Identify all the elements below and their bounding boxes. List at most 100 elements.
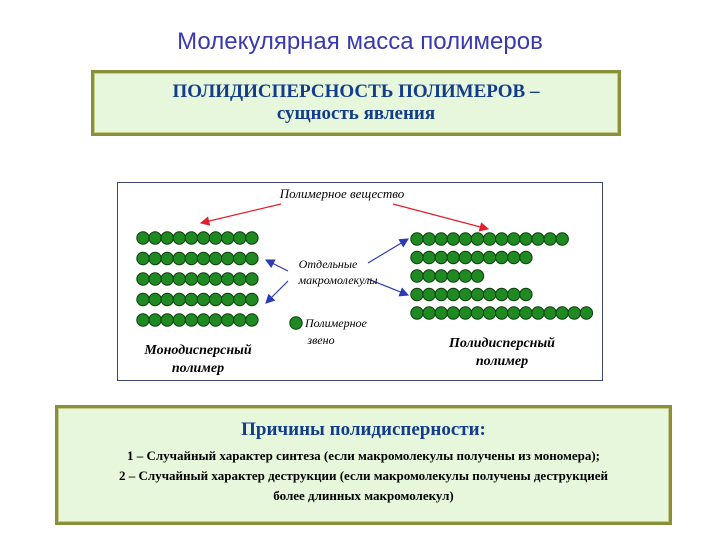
poly-chain-bead: [458, 306, 473, 320]
poly-chain-bead: [446, 250, 460, 265]
poly-chain-bead: [422, 232, 436, 246]
poly-chain-bead: [458, 269, 473, 283]
right-caption-line-2: полимер: [476, 354, 528, 369]
mono-chain-bead: [160, 313, 174, 327]
header-line-2: сущность явления: [276, 103, 436, 124]
mono-chain-bead: [184, 231, 199, 245]
top-label: Полимерное вещество: [279, 186, 405, 201]
poly-chain-bead: [434, 306, 448, 320]
mono-chain-bead: [221, 272, 235, 286]
poly-chain-bead: [519, 250, 533, 265]
poly-chain-bead: [422, 250, 436, 265]
mono-chain-bead: [184, 313, 199, 327]
right-caption-line-1: Полидисперсный: [448, 336, 555, 351]
poly-chain-bead: [531, 306, 545, 320]
mono-chain-bead: [136, 313, 150, 327]
page-title: Молекулярная масса полимеров: [177, 28, 543, 55]
center-label-line-2: макромолекулы: [297, 273, 377, 287]
mono-chain-bead: [233, 251, 247, 266]
poly-chain-bead: [470, 250, 485, 265]
mono-chain-bead: [136, 251, 150, 266]
mono-chain-bead: [233, 313, 247, 327]
center-label-line-1: Отдельные: [299, 257, 358, 271]
poly-chain-bead: [482, 287, 497, 302]
left-caption-line-1: Монодисперсный: [143, 343, 251, 358]
mono-chain-bead: [245, 272, 259, 286]
poly-chain-bead: [507, 232, 521, 246]
mono-chain-bead: [184, 292, 199, 307]
poly-chain-bead: [434, 269, 448, 283]
poly-chain-bead: [410, 232, 424, 246]
header-box: ПОЛИДИСПЕРСНОСТЬ ПОЛИМЕРОВ – сущность яв…: [91, 70, 621, 136]
poly-chain-bead: [482, 250, 497, 265]
poly-chain-bead: [519, 306, 533, 320]
poly-chain-bead: [422, 306, 436, 320]
mono-chain-bead: [245, 313, 259, 327]
poly-chain-bead: [482, 232, 497, 246]
mono-chain-bead: [136, 292, 150, 307]
mono-chain-bead: [148, 292, 162, 307]
mono-chain-bead: [196, 313, 211, 327]
reason-item-2-continued: более длинных макромолекул): [273, 488, 454, 503]
legend-label-line-1: Полимерное: [304, 316, 368, 330]
monodisperse-chains: [136, 231, 259, 327]
mono-chain-bead: [221, 231, 235, 245]
mono-chain-bead: [196, 272, 211, 286]
mono-chain-bead: [233, 231, 247, 245]
blue-arrow-right-up: [367, 238, 410, 264]
reason-item-1: 1 – Случайный характер синтеза (если мак…: [126, 448, 600, 463]
mono-chain-bead: [208, 272, 223, 286]
legend-bead-icon: [289, 316, 303, 330]
poly-chain-bead: [555, 232, 569, 246]
poly-chain-bead: [422, 287, 436, 302]
poly-chain-bead: [495, 250, 509, 265]
poly-chain-bead: [410, 287, 424, 302]
poly-chain-bead: [422, 269, 436, 283]
mono-chain-bead: [148, 231, 162, 245]
poly-chain-bead: [495, 232, 509, 246]
poly-chain-bead: [531, 232, 545, 246]
poly-chain-bead: [434, 232, 448, 246]
mono-chain-bead: [160, 231, 174, 245]
mono-chain-bead: [184, 272, 199, 286]
poly-chain-bead: [410, 269, 424, 283]
poly-chain-bead: [470, 306, 485, 320]
poly-chain-bead: [410, 250, 424, 265]
poly-chain-bead: [567, 306, 581, 320]
mono-chain-bead: [148, 272, 162, 286]
mono-chain-bead: [245, 292, 259, 307]
red-arrow-right: [392, 203, 490, 232]
poly-chain-bead: [495, 306, 509, 320]
mono-chain-bead: [172, 313, 186, 327]
mono-chain-bead: [148, 313, 162, 327]
poly-chain-bead: [579, 306, 594, 320]
mono-chain-bead: [221, 251, 235, 266]
reasons-box: Причины полидисперности: 1 – Случайный х…: [55, 405, 672, 525]
poly-chain-bead: [470, 287, 485, 302]
poly-chain-bead: [458, 250, 473, 265]
poly-chain-bead: [495, 287, 509, 302]
poly-chain-bead: [458, 287, 473, 302]
blue-arrow-right-down: [367, 278, 410, 297]
mono-chain-bead: [233, 272, 247, 286]
poly-chain-bead: [555, 306, 569, 320]
poly-chain-bead: [446, 269, 460, 283]
poly-chain-bead: [434, 250, 448, 265]
mono-chain-bead: [160, 292, 174, 307]
blue-arrow-left-up: [264, 259, 289, 272]
poly-chain-bead: [519, 287, 533, 302]
polydisperse-chains: [410, 232, 594, 320]
mono-chain-bead: [208, 292, 223, 307]
legend-label-line-2: звено: [306, 333, 334, 347]
mono-chain-bead: [172, 292, 186, 307]
mono-chain-bead: [196, 231, 211, 245]
left-caption-line-2: полимер: [172, 361, 224, 376]
poly-chain-bead: [482, 306, 497, 320]
mono-chain-bead: [196, 251, 211, 266]
poly-chain-bead: [507, 287, 521, 302]
reasons-heading: Причины полидисперности:: [241, 419, 486, 440]
mono-chain-bead: [160, 251, 174, 266]
mono-chain-bead: [184, 251, 199, 266]
mono-chain-bead: [233, 292, 247, 307]
diagram-canvas: Полимерное вещество Отдельные макромолек…: [136, 186, 594, 376]
